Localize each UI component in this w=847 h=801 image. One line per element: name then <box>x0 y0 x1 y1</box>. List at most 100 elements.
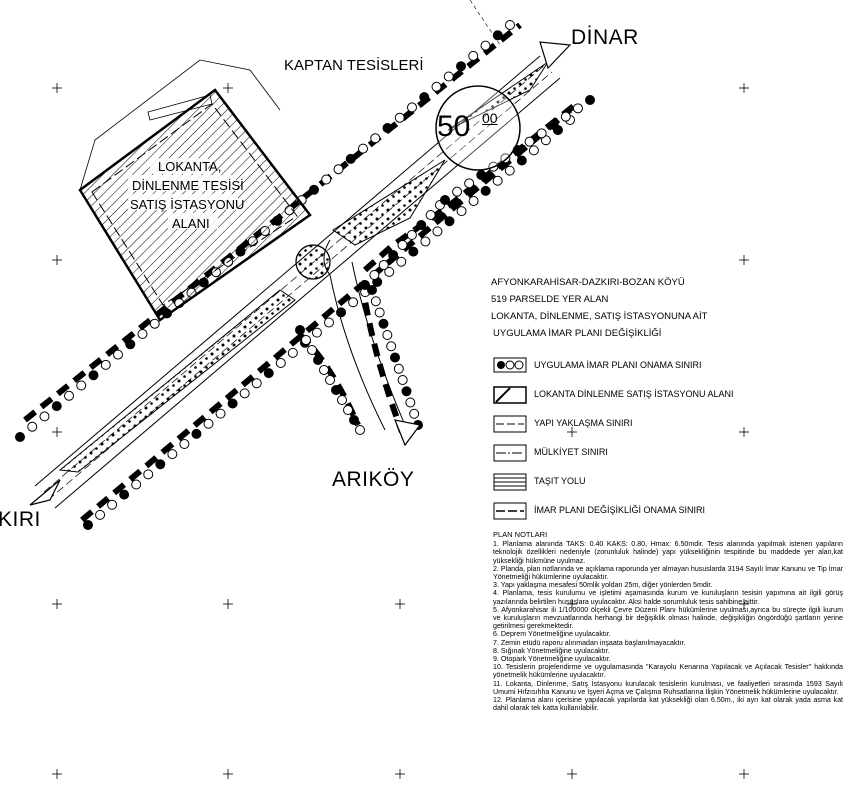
arrow-arikoy <box>394 419 422 447</box>
boundary-circle <box>345 153 356 164</box>
boundary-circle <box>524 136 535 147</box>
boundary-circle <box>355 425 365 435</box>
boundary-circle <box>287 347 298 358</box>
boundary-circle <box>480 185 491 196</box>
legend-item-onama: UYGULAMA İMAR PLANI ONAMA SINIRI <box>493 356 813 378</box>
boundary-circle <box>572 103 583 114</box>
boundary-circle <box>390 352 400 363</box>
legend-item-degisiklik: İMAR PLANI DEĞİŞİKLİĞİ ONAMA SINIRI <box>493 501 813 523</box>
plan-notes: PLAN NOTLARI 1. Planlama alanında TAKS: … <box>493 530 843 713</box>
legend-swatch-yapi <box>493 415 527 433</box>
place-label-dazkiri: KIRI <box>0 508 41 531</box>
legend-label-mulkiyet: MÜLKİYET SINIRI <box>534 447 608 457</box>
boundary-circle <box>125 339 136 350</box>
boundary-circle <box>386 341 397 352</box>
legend-label-yapi: YAPI YAKLAŞMA SINIRI <box>534 418 633 428</box>
boundary-circle <box>456 206 467 217</box>
boundary-circle <box>536 128 547 139</box>
boundary-circle <box>476 170 487 180</box>
boundary-circle <box>295 325 305 335</box>
legend-swatch-mulkiyet <box>493 444 527 462</box>
boundary-circle <box>137 329 148 339</box>
place-label-kaptan: KAPTAN TESİSLERİ <box>284 57 424 74</box>
boundary-circle <box>313 355 323 365</box>
boundary-circle <box>397 240 408 250</box>
direction-arrows <box>29 41 572 506</box>
boundary-circle <box>409 408 420 419</box>
boundary-circle <box>374 307 385 318</box>
boundary-circle <box>548 120 559 130</box>
boundary-circle <box>76 380 87 391</box>
plan-note: 12. Planlama alanı içerisine yapılacak y… <box>493 696 843 713</box>
boundary-circle <box>370 296 381 307</box>
boundary-circle <box>358 143 368 154</box>
boundary-circle <box>360 280 370 290</box>
boundary-circle <box>367 285 377 295</box>
boundary-circle <box>378 318 389 329</box>
boundary-circle <box>401 386 412 397</box>
boundary-circle <box>431 81 442 92</box>
legend-item-mulkiyet: MÜLKİYET SINIRI <box>493 443 813 465</box>
plan-note: 11. Lokanta, Dinlenme, Satış İstasyonu k… <box>493 679 843 696</box>
speed-value-sup: 00 <box>482 110 498 126</box>
area-label-line4: ALANI <box>172 216 210 231</box>
area-label-line3: SATIŞ İSTASYONU <box>130 197 245 212</box>
legend-label-degisiklik: İMAR PLANI DEĞİŞİKLİĞİ ONAMA SINIRI <box>534 505 706 515</box>
boundary-circle <box>382 123 393 133</box>
plan-note: 9. Otopark Yönetmeliğine uyulacaktır. <box>493 655 611 664</box>
boundary-circle <box>227 398 238 409</box>
legend-item-lokanta: LOKANTA DİNLENME SATIŞ İSTASYONU ALANI <box>493 385 813 407</box>
boundary-circle <box>100 359 111 370</box>
grid-crosses <box>52 83 749 779</box>
boundary-circle <box>443 71 454 82</box>
boundary-circle <box>39 411 50 422</box>
boundary-circle <box>405 397 416 408</box>
boundary-circle <box>505 20 515 30</box>
title-line-2: 519 PARSELDE YER ALAN <box>491 294 609 305</box>
boundary-circle <box>107 499 118 510</box>
boundary-circle <box>275 358 286 368</box>
boundary-circle <box>149 318 160 329</box>
boundary-circle <box>203 418 214 429</box>
boundary-circle <box>311 327 322 338</box>
speed-sign <box>435 85 521 171</box>
boundary-circle <box>263 368 274 379</box>
legend-swatch-onama <box>493 357 527 373</box>
boundary-circle <box>331 385 341 395</box>
boundary-circle <box>239 388 250 399</box>
boundary-circle <box>83 520 93 530</box>
boundary-circle <box>119 489 130 500</box>
boundary-circle <box>480 40 491 51</box>
boundary-circle <box>325 375 335 385</box>
plan-note: 2. Planda, plan notlarında ve açıklama r… <box>493 564 843 582</box>
boundary-circle <box>307 345 317 355</box>
boundary-circle <box>321 174 332 185</box>
boundary-circle <box>343 405 353 415</box>
boundary-circle <box>113 349 123 360</box>
boundary-circle <box>420 236 431 247</box>
place-label-arikoy: ARIKÖY <box>332 468 415 491</box>
boundary-circle <box>370 133 381 144</box>
boundary-circle <box>215 408 226 419</box>
boundary-circle <box>560 111 571 122</box>
plan-notes-title: PLAN NOTLARI <box>493 530 548 539</box>
boundary-circle <box>416 220 427 230</box>
boundary-circle <box>432 226 443 237</box>
title-line-3: LOKANTA, DİNLENME, SATIŞ İSTASYONUNA AİT <box>491 311 708 322</box>
boundary-circle <box>349 415 359 425</box>
boundary-circle <box>585 95 595 105</box>
boundary-circle <box>516 155 527 166</box>
legend-swatch-degisiklik <box>493 502 527 520</box>
onama-circles <box>15 20 595 530</box>
boundary-circle <box>131 479 142 490</box>
boundary-circle <box>397 375 408 385</box>
boundary-circle <box>369 270 380 280</box>
boundary-circle <box>500 153 511 164</box>
boundary-circle <box>452 186 463 197</box>
boundary-circle <box>309 184 319 195</box>
boundary-circle <box>384 266 395 277</box>
boundary-circle <box>251 378 262 389</box>
boundary-circle <box>382 330 393 340</box>
boundary-circle <box>88 370 99 381</box>
